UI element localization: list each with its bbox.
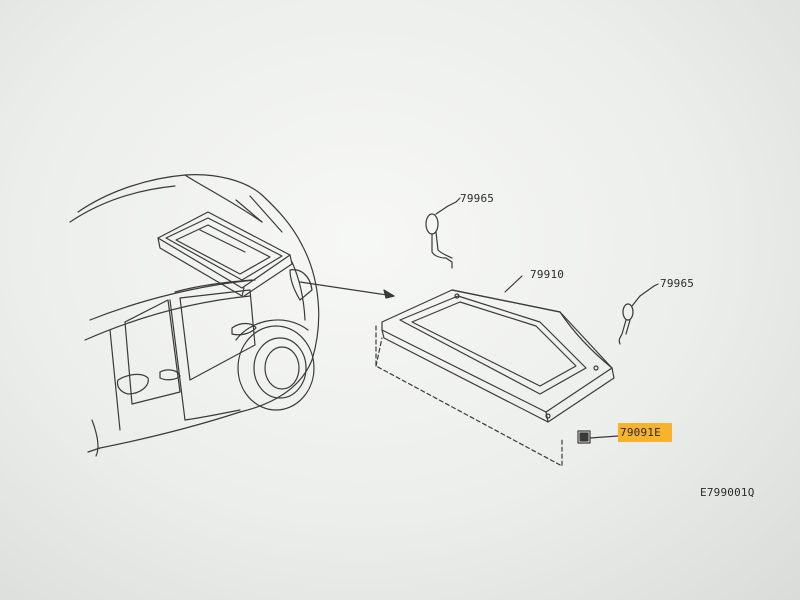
part-label-clip: 79091E (620, 426, 661, 439)
car-illustration (69, 174, 320, 457)
leader-lines (455, 197, 659, 439)
part-label-bracket-upper: 79965 (460, 192, 495, 205)
bracket-strap-upper (425, 201, 457, 269)
part-label-bracket-right: 79965 (660, 277, 695, 290)
part-label-board: 79910 (530, 268, 565, 281)
bracket-strap-right (618, 285, 655, 345)
parcel-shelf-board (375, 289, 615, 467)
figure-code: E799001Q (700, 486, 755, 499)
pointer-arrow (299, 281, 395, 299)
part-highlight (618, 423, 672, 442)
clip-part (577, 430, 591, 444)
